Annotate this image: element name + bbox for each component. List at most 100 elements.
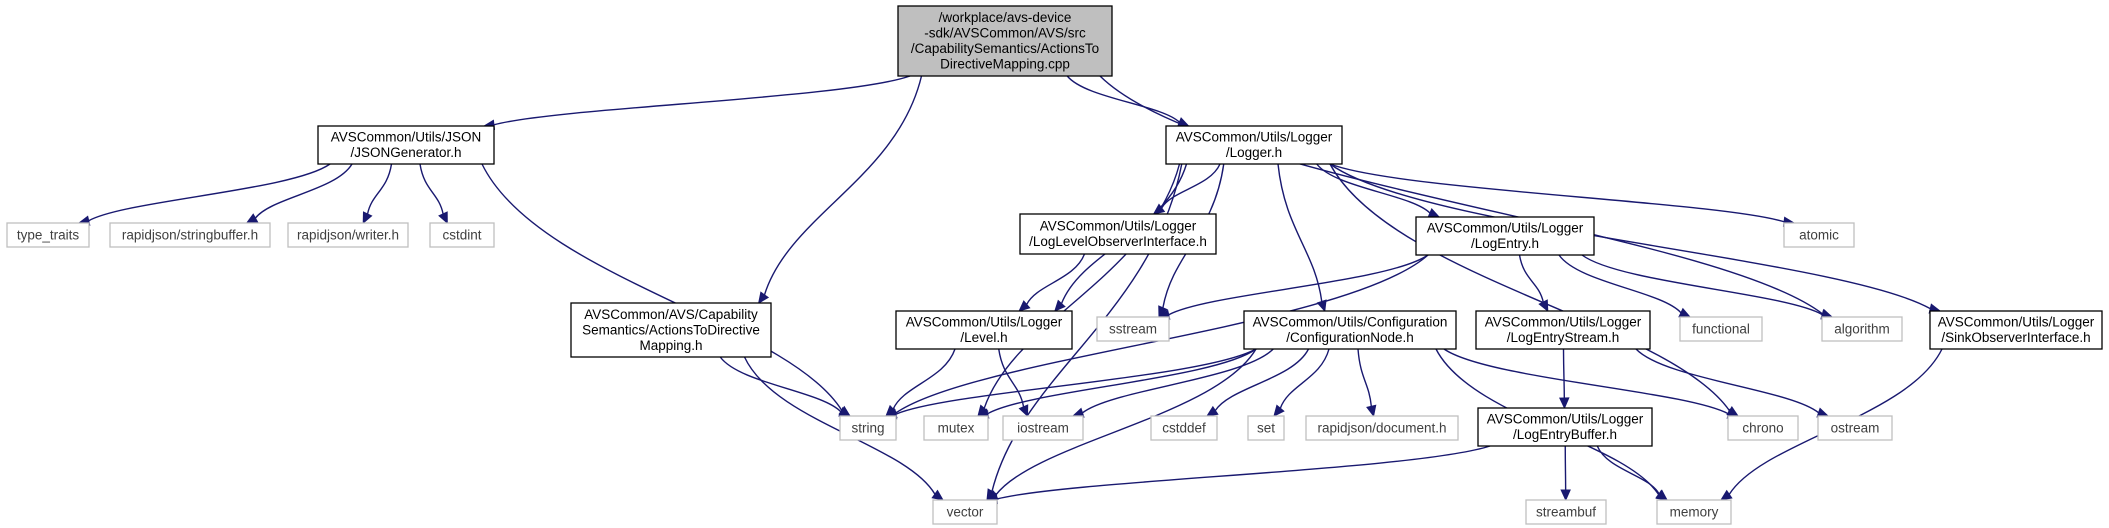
node-box: [932, 499, 998, 525]
node-stringbuffer: rapidjson/stringbuffer.h: [109, 222, 271, 248]
arrowhead: [1158, 305, 1168, 319]
node-logentrystream[interactable]: AVSCommon/Utils/Logger/LogEntryStream.h: [1475, 310, 1651, 350]
node-label: chrono: [1742, 420, 1783, 435]
node-box: [895, 310, 1073, 350]
node-box: [1165, 125, 1343, 165]
node-box: [1727, 415, 1799, 441]
node-box: [1305, 415, 1459, 441]
edge-loggerh-to-confignode: [1277, 163, 1323, 302]
edge-loggerh-to-logentry: [1316, 163, 1431, 214]
node-ostream: ostream: [1817, 415, 1893, 441]
edge-json-to-string: [481, 163, 843, 411]
node-label: /SinkObserverInterface.h: [1941, 330, 2090, 345]
node-label: rapidjson/stringbuffer.h: [122, 227, 258, 242]
node-loglevelobs[interactable]: AVSCommon/Utils/Logger/LogLevelObserverI…: [1019, 213, 1217, 255]
arrowhead: [1538, 299, 1549, 313]
node-label: /Logger.h: [1226, 145, 1282, 160]
node-cstddef: cstddef: [1150, 415, 1218, 441]
node-sstream: sstream: [1096, 316, 1170, 342]
edge-confignode-to-mutex: [987, 348, 1257, 415]
node-cstdint: cstdint: [429, 222, 495, 248]
node-confignode[interactable]: AVSCommon/Utils/Configuration/Configurat…: [1243, 310, 1457, 350]
node-label: DirectiveMapping.cpp: [940, 57, 1070, 72]
arrowhead: [245, 213, 259, 224]
arrowhead: [362, 211, 373, 225]
node-memory: memory: [1656, 499, 1732, 525]
node-label: memory: [1670, 504, 1719, 519]
node-streambuf: streambuf: [1525, 499, 1607, 525]
edge-logentry-to-algorithm: [1581, 254, 1823, 316]
edge-loggerh-to-loglevelobs: [1161, 163, 1221, 209]
node-label: streambuf: [1536, 504, 1596, 519]
edge-logentrybuffer-to-vector: [996, 445, 1491, 500]
node-label: rapidjson/document.h: [1317, 420, 1446, 435]
node-iostream: iostream: [1002, 415, 1084, 441]
node-box: [6, 222, 90, 248]
node-box: [1002, 415, 1084, 441]
node-label: string: [851, 420, 884, 435]
arrowhead: [1018, 300, 1031, 312]
node-loggerh[interactable]: AVSCommon/Utils/Logger/Logger.h: [1165, 125, 1343, 165]
node-box: [429, 222, 495, 248]
node-sinkobs[interactable]: AVSCommon/Utils/Logger/SinkObserverInter…: [1929, 310, 2103, 350]
node-mutex: mutex: [923, 415, 989, 441]
arrowhead: [1018, 404, 1029, 418]
arrowhead: [1678, 307, 1692, 318]
node-capmapping[interactable]: AVSCommon/AVS/CapabilitySemantics/Action…: [570, 302, 772, 358]
node-label: AVSCommon/Utils/Logger: [906, 315, 1063, 330]
edge-loggerh-to-chrono: [1329, 163, 1731, 412]
node-label: /LogEntry.h: [1471, 236, 1539, 251]
node-level[interactable]: AVSCommon/Utils/Logger/Level.h: [895, 310, 1073, 350]
node-label: algorithm: [1834, 321, 1890, 336]
node-box: [1247, 415, 1285, 441]
node-box: [1817, 415, 1893, 441]
node-label: AVSCommon/Utils/Logger: [1040, 219, 1197, 234]
node-label: /LogLevelObserverInterface.h: [1029, 234, 1207, 249]
arrowhead: [1054, 299, 1066, 312]
node-label: /workplace/avs-device: [939, 10, 1072, 25]
edge-logentrystream-to-ostream: [1635, 348, 1820, 414]
node-box: [109, 222, 271, 248]
node-writer: rapidjson/writer.h: [287, 222, 409, 248]
node-label: functional: [1692, 321, 1750, 336]
edge-confignode-to-string: [895, 348, 1257, 415]
node-box: [1019, 213, 1217, 255]
node-box: [1929, 310, 2103, 350]
node-label: iostream: [1017, 420, 1069, 435]
node-label: AVSCommon/Utils/Logger: [1485, 315, 1642, 330]
edge-logentrybuffer-to-memory: [1596, 445, 1660, 495]
edge-confignode-to-chrono: [1443, 348, 1729, 415]
node-logentry[interactable]: AVSCommon/Utils/Logger/LogEntry.h: [1415, 216, 1595, 256]
arrowhead: [1655, 489, 1668, 501]
node-main[interactable]: /workplace/avs-device-sdk/AVSCommon/AVS/…: [897, 5, 1113, 77]
nodes: /workplace/avs-device-sdk/AVSCommon/AVS/…: [6, 5, 2103, 525]
node-json[interactable]: AVSCommon/Utils/JSON/JSONGenerator.h: [317, 125, 495, 165]
node-box: [923, 415, 989, 441]
arrowhead: [931, 489, 944, 501]
node-label: mutex: [938, 420, 975, 435]
node-set: set: [1247, 415, 1285, 441]
edge-loglevelobs-to-level: [1026, 253, 1086, 305]
node-label: AVSCommon/Utils/Logger: [1176, 130, 1333, 145]
node-label: AVSCommon/Utils/Logger: [1938, 315, 2095, 330]
node-logentrybuffer[interactable]: AVSCommon/Utils/Logger/LogEntryBuffer.h: [1477, 407, 1653, 447]
edge-main-to-capmapping: [763, 75, 923, 296]
arrowhead: [1427, 207, 1441, 218]
node-label: /JSONGenerator.h: [350, 145, 461, 160]
arrowhead: [438, 211, 448, 225]
node-label: /LogEntryBuffer.h: [1513, 427, 1617, 442]
node-label: cstdint: [442, 227, 481, 242]
edge-loggerh-to-sinkobs: [1329, 163, 1931, 310]
node-label: AVSCommon/Utils/Logger: [1487, 412, 1644, 427]
edge-json-to-cstdint: [419, 163, 444, 215]
edge-logentrystream-to-logentrybuffer: [1562, 348, 1566, 399]
node-label: /Level.h: [960, 330, 1007, 345]
edge-confignode-to-vector: [995, 348, 1257, 496]
arrowhead: [1205, 405, 1219, 417]
node-box: [1783, 222, 1855, 248]
edge-main-to-json: [493, 75, 911, 126]
edge-level-to-iostream: [998, 348, 1025, 407]
edge-level-to-string: [892, 348, 956, 410]
node-typetraits: type_traits: [6, 222, 90, 248]
